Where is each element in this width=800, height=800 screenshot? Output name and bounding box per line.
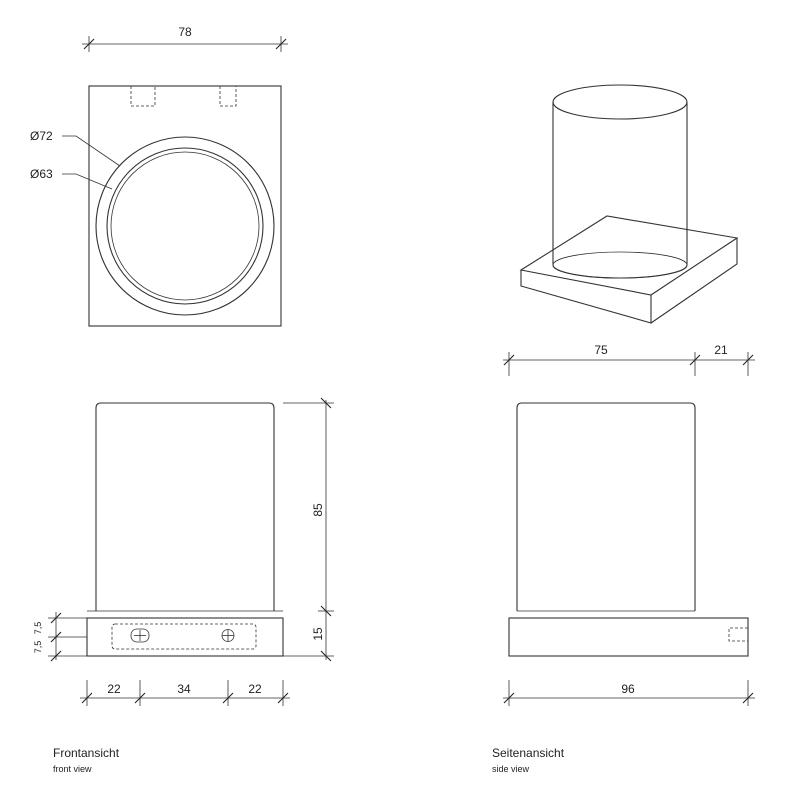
dim-tick <box>320 650 332 662</box>
label-base-split-bottom: 7,5 <box>33 641 43 654</box>
dim-tick <box>50 612 62 624</box>
dim-tick <box>503 354 515 366</box>
screw-slot-icon <box>130 628 150 643</box>
screw-hole-icon <box>221 629 235 642</box>
label-depth: 96 <box>621 682 635 696</box>
dim-tick <box>277 692 289 704</box>
top-view-outer-ring <box>95 136 275 316</box>
label-base-height: 15 <box>311 627 325 641</box>
leader-inner-diameter <box>62 173 113 190</box>
side-view-base <box>508 617 749 657</box>
front-view: 85 15 7,5 7,5 22 34 22 Frontansicht fron… <box>33 397 334 774</box>
dim-tick <box>689 354 701 366</box>
dim-tick <box>275 38 287 50</box>
front-view-mount-channel <box>111 623 257 650</box>
iso-base-side <box>650 238 738 324</box>
top-view-inner-ring <box>106 147 264 305</box>
dim-tick <box>81 692 93 704</box>
dim-tick <box>503 692 515 704</box>
front-view-subcaption: front view <box>53 764 92 774</box>
dim-tick <box>83 38 95 50</box>
side-view: 75 21 96 Seitenansicht side view <box>492 343 755 774</box>
iso-cylinder-body <box>552 102 688 279</box>
label-inner-diameter: Ø63 <box>30 167 53 181</box>
label-glass-depth: 75 <box>594 343 608 357</box>
dim-tick <box>320 605 332 617</box>
iso-cylinder-top <box>552 84 688 120</box>
iso-base-front <box>520 270 652 324</box>
label-glass-height: 85 <box>311 503 325 517</box>
top-view-base-plate <box>88 85 282 327</box>
leader-outer-diameter <box>62 135 121 167</box>
top-view-inner-ring-2 <box>110 151 260 301</box>
side-view-subcaption: side view <box>492 764 530 774</box>
top-view: Ø72 Ø63 78 <box>30 25 288 327</box>
label-right-offset: 22 <box>248 682 262 696</box>
label-base-split-top: 7,5 <box>33 622 43 635</box>
front-view-glass <box>95 402 275 611</box>
dim-tick <box>222 692 234 704</box>
side-view-glass <box>516 402 696 611</box>
label-rear-offset: 21 <box>714 343 728 357</box>
top-view-slot-left <box>130 86 156 107</box>
dim-tick <box>320 397 332 409</box>
label-width: 78 <box>178 25 192 39</box>
top-view-slot-right <box>219 86 237 107</box>
dim-tick <box>50 650 62 662</box>
dim-tick <box>742 692 754 704</box>
label-left-offset: 22 <box>107 682 121 696</box>
side-view-mount-slot <box>728 627 748 642</box>
dim-tick <box>134 692 146 704</box>
dim-tick <box>50 631 62 643</box>
side-view-caption: Seitenansicht <box>492 746 565 760</box>
front-view-caption: Frontansicht <box>53 746 120 760</box>
dim-tick <box>742 354 754 366</box>
label-outer-diameter: Ø72 <box>30 129 53 143</box>
label-hole-spacing: 34 <box>177 682 191 696</box>
isometric-view <box>519 84 739 324</box>
